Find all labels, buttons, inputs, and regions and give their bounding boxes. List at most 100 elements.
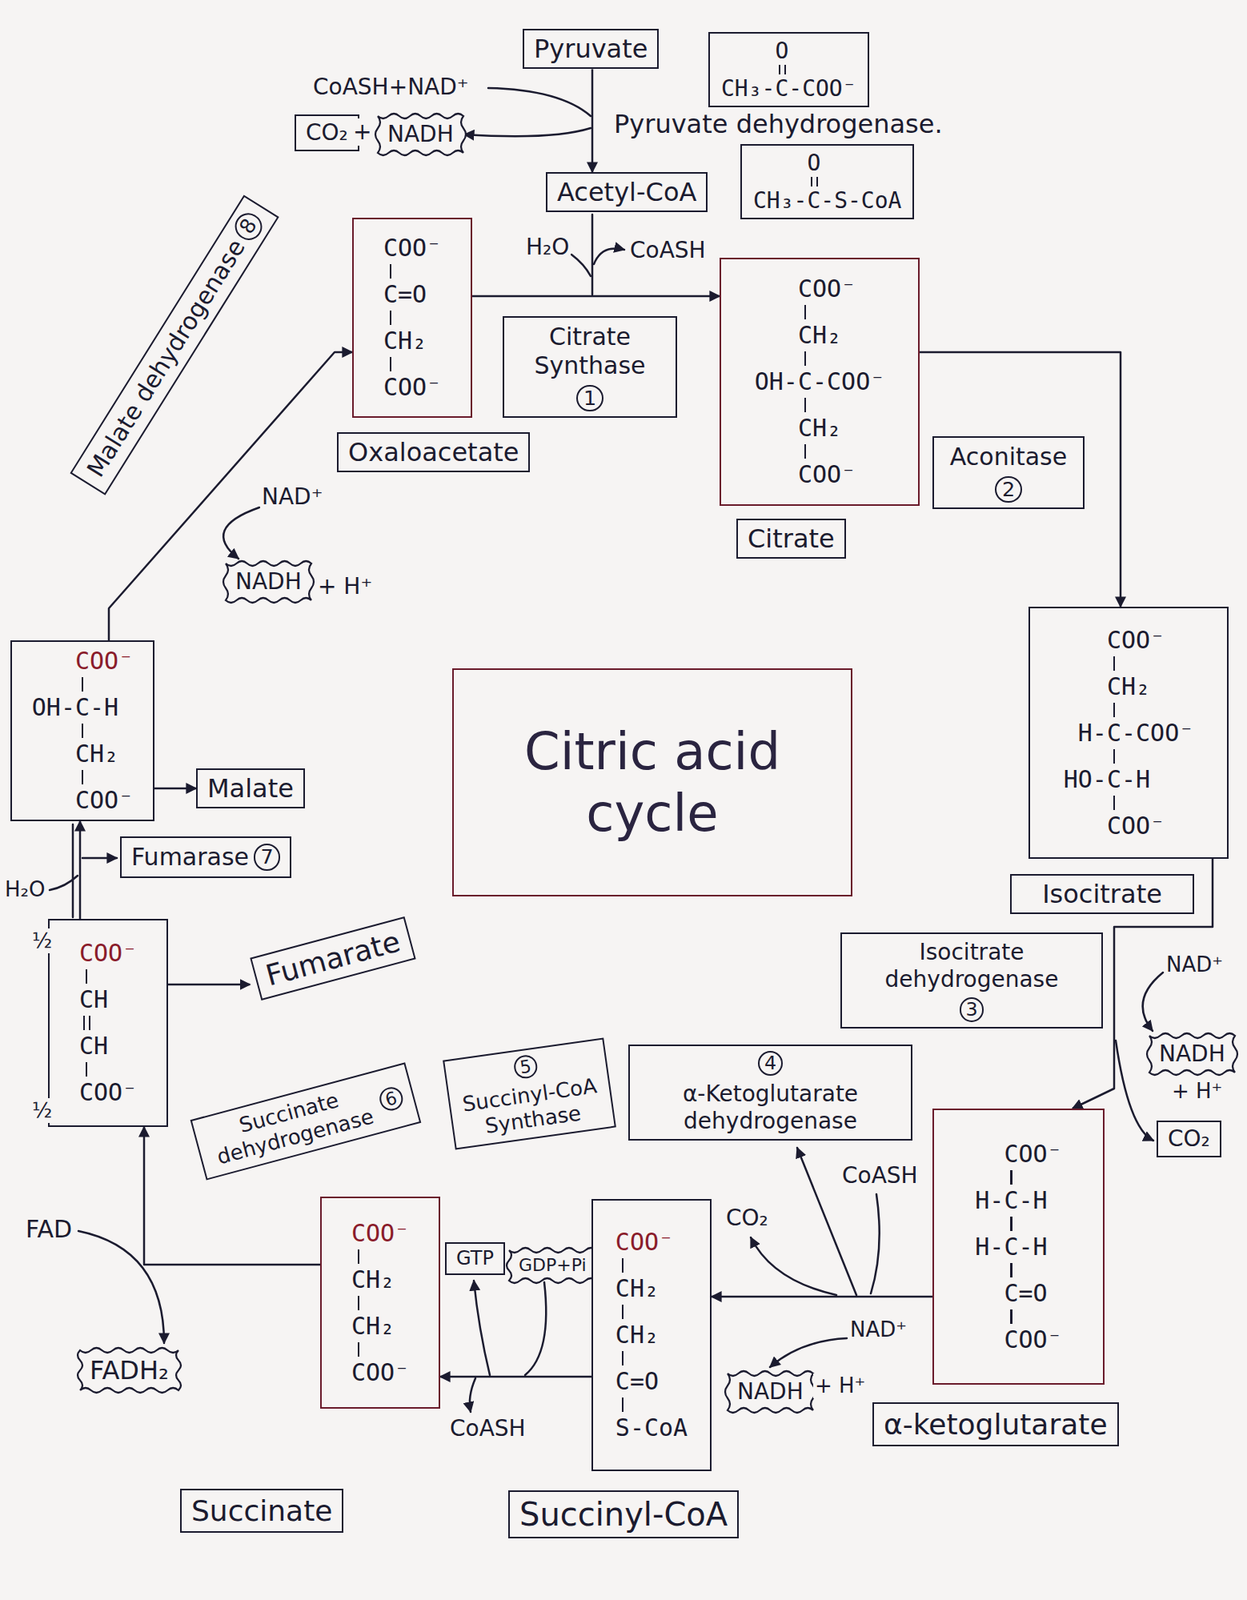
bond-stroke — [804, 397, 807, 413]
formula-column: COO⁻H-C-HH-C-HC=OCOO⁻ — [974, 1139, 1062, 1355]
callout-number: 4 — [757, 1050, 783, 1076]
callout-number: 1 — [576, 384, 603, 412]
bond-stroke — [85, 969, 89, 984]
annotation-label: ½ — [30, 928, 54, 954]
bond-stroke — [389, 264, 393, 279]
formula-text: COO⁻ — [79, 938, 137, 968]
bond-line — [383, 262, 442, 281]
cofactor-in-line — [571, 254, 591, 277]
name-box: CO₂ — [294, 114, 360, 152]
name-box: Succinyl-CoA — [508, 1490, 739, 1539]
name-box: Oxaloacetate — [336, 432, 530, 473]
bond-line — [754, 349, 886, 368]
node-text: FADH₂ — [89, 1355, 169, 1386]
wavy-outline-path — [506, 1247, 599, 1284]
bond-stroke — [83, 1015, 86, 1031]
formula-text: H-C-COO⁻ — [1063, 718, 1195, 748]
bond-line — [753, 175, 902, 189]
wavy-outline-path — [375, 113, 466, 156]
bond-stroke — [1010, 1216, 1013, 1231]
name-box: Citrate — [736, 518, 847, 559]
name-box: α-ketoglutarate — [872, 1402, 1119, 1447]
structure-box: COO⁻CHCHCOO⁻ — [48, 918, 169, 1127]
cofactor-box: GDP+Pi — [505, 1247, 600, 1284]
annotation-label: CoASH+NAD⁺ — [311, 73, 471, 101]
annotation-label: CO₂ — [724, 1204, 770, 1232]
annotation-label: + H⁺ — [1170, 1078, 1224, 1104]
formula-text: CH₂ — [615, 1320, 688, 1350]
bond-stroke — [1113, 795, 1116, 810]
formula-column: COO⁻CHCHCOO⁻ — [79, 938, 137, 1107]
node-text: NADH — [737, 1378, 804, 1406]
formula-text: CH₂ — [754, 320, 886, 350]
cycle-arrow — [711, 1295, 933, 1299]
enzyme-box: 5Succinyl-CoA Synthase — [442, 1037, 617, 1150]
enzyme-box: Succinate dehydrogenase6 — [190, 1062, 422, 1181]
bond-line — [79, 1060, 137, 1079]
formula-column: COO⁻C=OCH₂COO⁻ — [383, 233, 442, 402]
bond-line — [79, 967, 137, 986]
formula-text: S-CoA — [615, 1413, 688, 1443]
callout-number: 3 — [959, 997, 985, 1023]
wavy-outline-path — [223, 561, 314, 603]
bond-stroke — [357, 1249, 361, 1264]
formula-text: COO⁻ — [1063, 625, 1195, 655]
cycle-arrow — [591, 68, 594, 173]
bond-stroke — [621, 1397, 625, 1412]
bond-line — [974, 1214, 1062, 1233]
cofactor-box: NADH — [222, 560, 315, 604]
bond-line — [615, 1349, 688, 1368]
cofactor-in-line — [525, 1282, 546, 1376]
formula-text: COO⁻ — [32, 646, 133, 676]
node-text: CO₂ — [1167, 1125, 1211, 1153]
cycle-arrow — [154, 787, 197, 790]
cofactor-arrow — [1142, 972, 1163, 1031]
formula-text: OH-C-H — [32, 693, 133, 722]
cofactor-out-arrow — [469, 1378, 476, 1412]
formula-text: CH₂ — [1063, 672, 1195, 702]
bond-line — [79, 1014, 137, 1032]
bond-stroke — [1113, 749, 1116, 764]
annotation-label: + H⁺ — [813, 1373, 867, 1399]
formula-column: COO⁻CH₂CH₂COO⁻ — [351, 1218, 409, 1388]
formula-text: HO-C-H — [1063, 765, 1195, 794]
node-text: Isocitrate — [1042, 878, 1163, 910]
enzyme-box: Aconitase2 — [932, 436, 1085, 510]
bond-stroke — [804, 444, 807, 459]
bond-stroke — [778, 64, 782, 75]
cofactor-out-arrow — [750, 1237, 837, 1296]
structure-box: COO⁻CH₂CH₂C=OS-CoA — [591, 1198, 712, 1472]
name-box: Fumarate — [249, 916, 416, 1001]
wavy-outline-path — [725, 1371, 816, 1413]
bond-stroke — [81, 769, 85, 785]
cofactor-arrow — [769, 1338, 847, 1368]
bond-line — [383, 355, 442, 373]
cofactor-out-arrow — [464, 128, 591, 137]
node-text: NADH — [387, 120, 454, 149]
structure-box: OCH₃-C-S-CoA — [740, 144, 915, 220]
cofactor-in-line — [488, 88, 591, 117]
formula-text: CH₂ — [351, 1311, 409, 1341]
bond-line — [721, 63, 857, 77]
structure-box: COO⁻CH₂H-C-COO⁻HO-C-HCOO⁻ — [1028, 606, 1229, 859]
annotation-label: Pyruvate dehydrogenase. — [612, 108, 945, 140]
formula-text: H-C-H — [974, 1232, 1062, 1262]
node-text: α-ketoglutarate — [883, 1407, 1108, 1442]
annotation-label: FAD — [24, 1214, 74, 1244]
formula-text: C=O — [974, 1279, 1062, 1308]
bond-stroke — [1113, 656, 1116, 671]
bond-stroke — [389, 356, 393, 372]
structure-box: OCH₃-C-COO⁻ — [708, 32, 870, 108]
bond-line — [32, 768, 133, 786]
node-text: Acetyl-CoA — [557, 176, 697, 208]
bond-line — [1063, 701, 1195, 719]
annotation-label: H₂O — [524, 233, 571, 261]
name-box: Pyruvate — [522, 28, 659, 69]
annotation-label: CoASH — [448, 1415, 528, 1443]
formula-text: CH₂ — [383, 326, 442, 356]
bond-line — [974, 1307, 1062, 1326]
bond-line — [754, 396, 886, 414]
bond-stroke — [804, 304, 807, 320]
structure-box: COO⁻C=OCH₂COO⁻ — [352, 217, 473, 418]
